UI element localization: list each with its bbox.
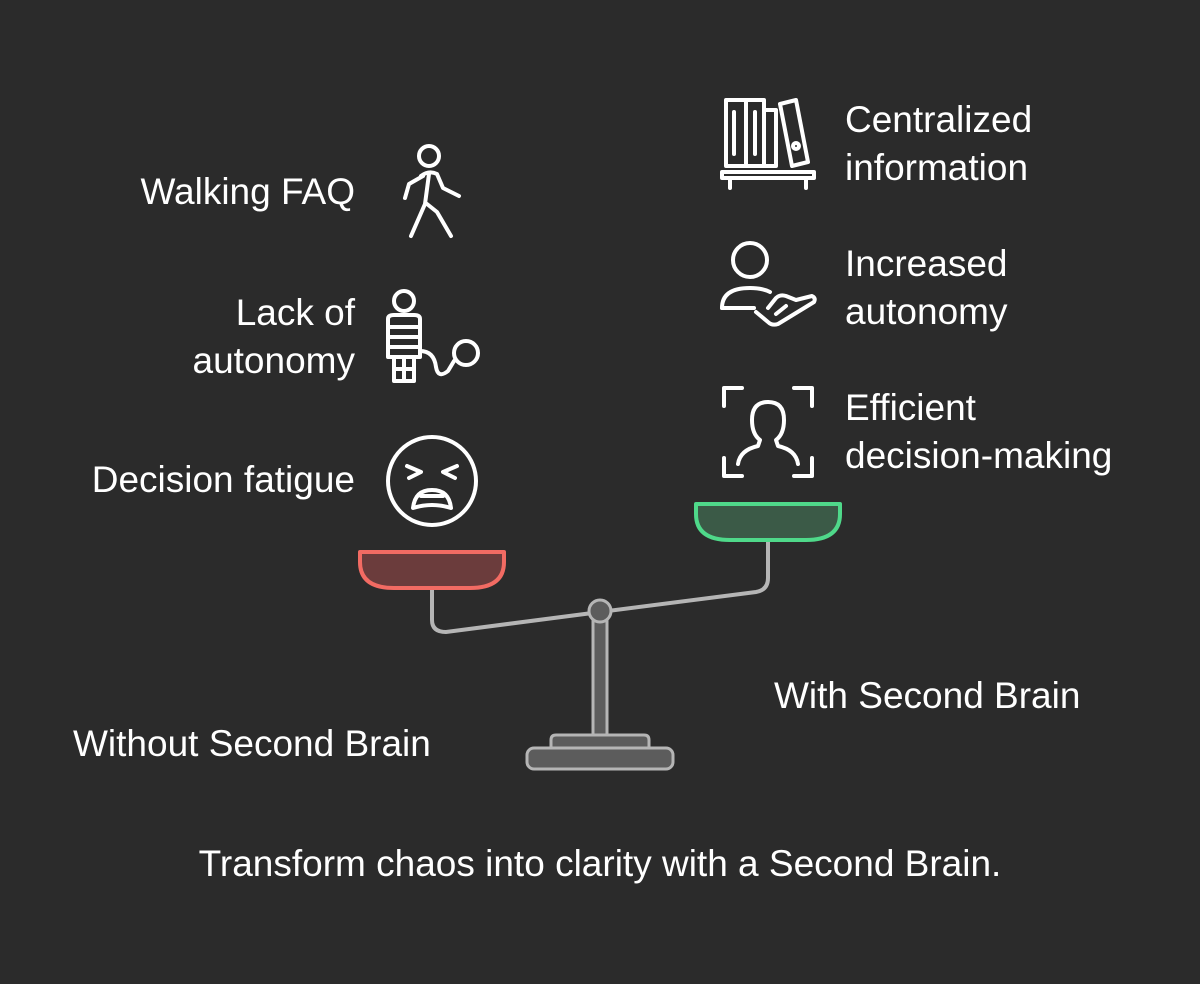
label-decision-fatigue: Decision fatigue [91,459,355,500]
right-pan [694,502,842,542]
scale-pole [591,610,609,738]
tired-face-icon [386,435,478,527]
label-walking-faq: Walking FAQ [140,171,355,212]
left-pan [358,550,506,590]
ball-and-chain-prisoner-icon [386,289,480,383]
scale-pivot [587,598,613,624]
label-increased-autonomy: Increased autonomy [845,243,1008,332]
person-with-hand-icon [720,241,817,327]
right-hanger [599,540,770,614]
label-centralized-information: Centralized information [845,99,1033,188]
title-with-second-brain: With Second Brain [774,675,1081,716]
title-without-second-brain: Without Second Brain [73,723,431,764]
label-lack-of-autonomy: Lack of autonomy [192,292,356,381]
face-scan-icon [722,386,814,478]
scale-base-top [549,733,651,750]
walking-person-icon [403,144,461,238]
left-hanger [430,588,601,635]
scale-base [525,746,675,771]
caption: Transform chaos into clarity with a Seco… [198,843,1002,884]
bookshelf-icon [720,98,816,190]
label-efficient-decision-making: Efficient decision-making [845,387,1113,476]
